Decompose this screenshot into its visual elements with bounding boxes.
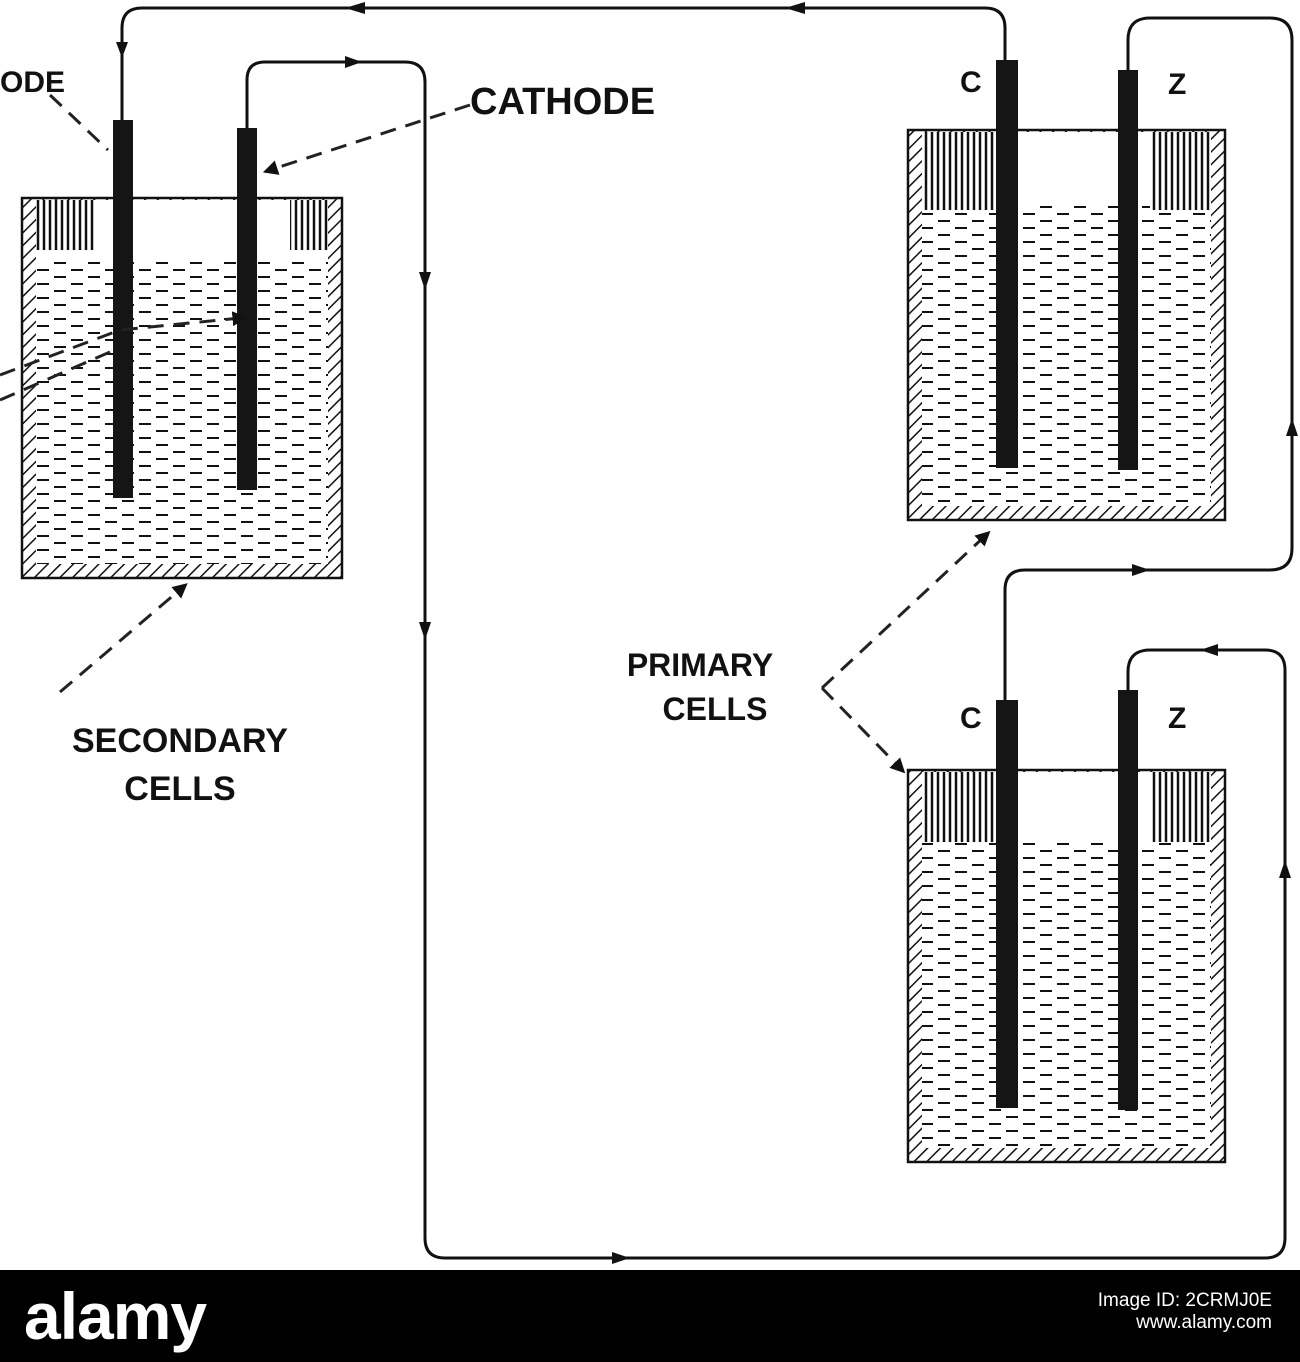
leader-primary-upper — [820, 530, 991, 690]
arrowhead-icon — [116, 42, 128, 58]
terminal-label-z-upper: Z — [1168, 68, 1186, 101]
terminal-label-c-upper: C — [960, 66, 982, 99]
cathode-label: CATHODE — [470, 81, 655, 123]
electrolyte — [922, 205, 1211, 506]
terminal-label-c-lower: C — [960, 702, 982, 735]
zinc-plate — [1118, 70, 1138, 470]
secondary-cells-label-line2: CELLS — [124, 770, 235, 808]
leader-electrolyte-2 — [0, 350, 111, 402]
wire-upper-zinc-to-lower-carbon — [1003, 16, 1294, 700]
arrowhead-icon — [419, 622, 431, 640]
jar-rim-right — [1150, 772, 1211, 842]
image-id-text: Image ID: 2CRMJ0E — [1097, 1290, 1272, 1311]
carbon-plate — [996, 60, 1018, 468]
site-url-text: www.alamy.com — [1136, 1312, 1272, 1333]
leader-electrolyte — [0, 311, 248, 377]
secondary-cell — [20, 120, 344, 580]
image-id-caption: Image ID: 2CRMJ0E www.alamy.com — [1098, 1290, 1272, 1334]
arrowhead-icon — [419, 272, 431, 290]
wire-top — [120, 6, 1007, 120]
arrowhead-icon — [612, 1252, 630, 1264]
arrowhead-icon — [1286, 418, 1298, 436]
leader-secondary — [59, 583, 188, 694]
primary-cell-upper — [906, 60, 1227, 522]
arrowhead-icon — [1200, 644, 1218, 656]
alamy-logo: alamy — [24, 1279, 207, 1353]
leader-anode — [48, 93, 110, 152]
jar-rim-left — [36, 200, 96, 250]
electrolyte — [922, 842, 1211, 1148]
arrowhead-icon — [345, 56, 362, 68]
jar-rim-right — [290, 200, 328, 250]
primary-cells-label-line2: CELLS — [663, 691, 768, 727]
jar-rim-left — [922, 132, 1002, 210]
jar-rim-left — [922, 772, 1002, 842]
wire-secondary-cathode-down — [245, 60, 1287, 1260]
leader-primary-lower — [820, 686, 906, 774]
terminal-label-z-lower: Z — [1168, 702, 1186, 735]
circuit-diagram: ODE CATHODE SECONDARY CELLS PRIMARY CELL… — [0, 2, 1298, 1264]
arrowhead-icon — [1279, 860, 1291, 878]
jar-rim-right — [1150, 132, 1211, 210]
arrowhead-icon — [345, 2, 365, 14]
cathode-plate — [237, 128, 257, 490]
anode-plate — [113, 120, 133, 498]
arrowhead-icon — [1132, 564, 1150, 576]
watermark-banner: alamy Image ID: 2CRMJ0E www.alamy.com — [0, 1270, 1300, 1362]
carbon-plate — [996, 700, 1018, 1108]
leader-cathode — [262, 103, 471, 175]
primary-cell-lower — [906, 690, 1227, 1164]
secondary-cells-label-line1: SECONDARY — [72, 722, 288, 760]
zinc-plate — [1118, 690, 1138, 1110]
anode-label: ODE — [0, 66, 65, 99]
electrolyte — [36, 262, 328, 564]
primary-cells-label-line1: PRIMARY — [627, 647, 773, 683]
arrowhead-icon — [785, 2, 805, 14]
